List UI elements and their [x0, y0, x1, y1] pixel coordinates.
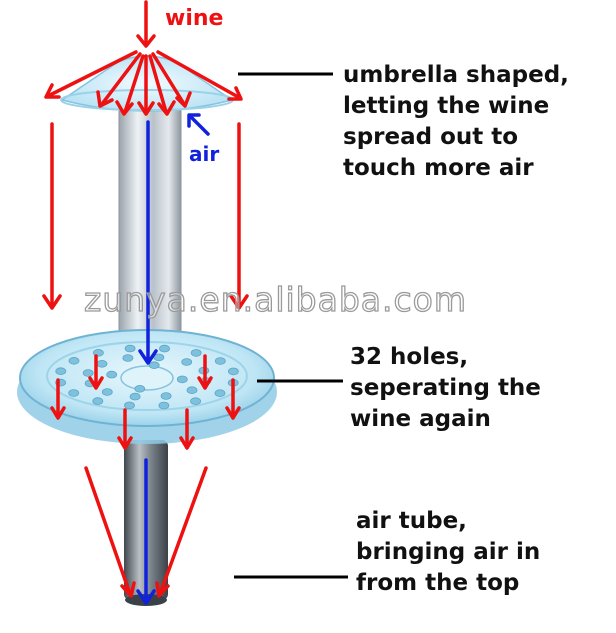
- air-arrow-inlet: [187, 113, 210, 136]
- disc-hub: [120, 365, 174, 391]
- air-arrow-tube: [136, 458, 156, 605]
- wine-label: wine: [165, 6, 224, 31]
- disc-hole: [214, 389, 226, 398]
- wine-arrow-drop-left: [42, 122, 62, 310]
- wine-flow-arrows: [42, 0, 249, 598]
- disc-hole: [124, 401, 135, 410]
- disc-hole: [68, 356, 80, 365]
- disc-hole: [190, 397, 202, 406]
- wine-arrow-hole-2: [197, 354, 213, 390]
- watermark: zunya.en.alibaba.com: [83, 279, 467, 319]
- callout-holes-line: wine again: [350, 406, 491, 432]
- wine-arrow-fan-left-far: [44, 50, 138, 99]
- disc-hole: [158, 401, 170, 410]
- wine-arrow-hole-6: [179, 408, 195, 450]
- wine-arrow-drop-right: [229, 122, 249, 310]
- wine-arrow-fan-right-far: [156, 50, 243, 101]
- center-rod: [118, 99, 182, 363]
- disc-hole: [134, 384, 146, 393]
- disc-hole: [82, 369, 94, 377]
- disc-hole: [186, 386, 198, 395]
- disc-hole: [190, 349, 202, 357]
- callout-umbrella-line: spread out to: [343, 124, 519, 150]
- wine-arrow-fan-left-near: [115, 54, 145, 116]
- device: [17, 55, 277, 606]
- disc-hole: [160, 392, 172, 400]
- air-arrow-center: [138, 120, 158, 365]
- wine-arrow-exit-right: [155, 466, 208, 598]
- callout-tube-line: bringing air in: [356, 539, 541, 565]
- disc-hole: [101, 388, 113, 396]
- wine-arrow-exit-left: [84, 466, 136, 598]
- disc-hole: [181, 358, 193, 366]
- disc-hole: [68, 389, 80, 397]
- callout-tube-line: from the top: [356, 570, 520, 596]
- wine-arrow-hole-5: [117, 408, 133, 450]
- wine-arrow-fan-left-mid: [96, 52, 142, 108]
- leader-lines: [234, 72, 348, 579]
- disc-hole: [106, 370, 118, 379]
- wine-arrow-hole-4: [225, 378, 241, 420]
- disc-hole: [122, 354, 134, 362]
- disc-hole: [176, 375, 188, 384]
- air-label: air: [189, 142, 220, 166]
- callout-holes-line: seperating the: [350, 375, 541, 401]
- wine-arrow-hole-3: [50, 378, 66, 420]
- disc-hole: [214, 357, 226, 365]
- disc-hole: [159, 344, 170, 353]
- callout-holes-line: 32 holes,: [350, 344, 469, 370]
- callout-umbrella-line: umbrella shaped,: [343, 62, 569, 88]
- wine-arrow-fan-right-mid: [151, 52, 192, 108]
- callout-holes: 32 holes, seperating the wine again: [350, 342, 541, 435]
- air-flow-arrows: [136, 113, 210, 605]
- wine-arrow-fan-right-near: [148, 54, 176, 116]
- wine-arrow-top: [136, 0, 156, 48]
- disc-hole: [96, 359, 108, 368]
- callout-umbrella-line: touch more air: [343, 155, 534, 181]
- disc-hole: [55, 367, 67, 376]
- disc-hole: [148, 361, 160, 370]
- wine-arrow-hole-1: [88, 354, 104, 390]
- disc-hole: [92, 397, 104, 405]
- disc-hole: [129, 392, 141, 401]
- callout-umbrella: umbrella shaped, letting the wine spread…: [343, 60, 569, 184]
- disc-hole: [124, 344, 136, 353]
- disc-hole: [227, 367, 239, 376]
- callout-umbrella-line: letting the wine: [343, 93, 550, 119]
- callout-tube: air tube, bringing air in from the top: [356, 506, 540, 599]
- wine-arrow-fan-center: [137, 54, 155, 116]
- disc-hole: [153, 353, 165, 362]
- callout-tube-line: air tube,: [356, 508, 467, 534]
